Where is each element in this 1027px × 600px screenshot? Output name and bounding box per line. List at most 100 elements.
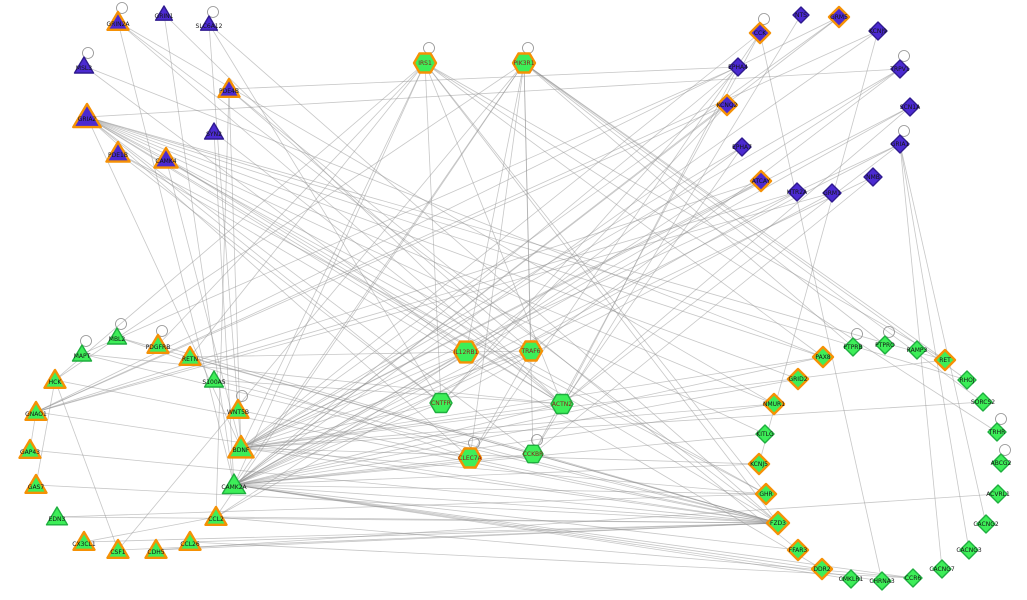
edge-CAMK2A-DDR2 — [233, 484, 823, 570]
node-SYN2[interactable] — [203, 122, 225, 140]
node-EDN3[interactable] — [45, 506, 69, 526]
node-CCK[interactable] — [748, 21, 772, 45]
edge-CAMK2A-KCNJ5 — [233, 463, 760, 486]
node-SLC6A12[interactable] — [199, 15, 219, 31]
node-CMKLR1[interactable] — [841, 569, 861, 589]
node-ATCAY[interactable] — [749, 169, 773, 193]
self-loop-TRPV1 — [898, 50, 910, 62]
node-CDH5[interactable] — [144, 538, 168, 559]
node-GAS7[interactable] — [24, 473, 48, 494]
edge-GRM1-CNTFR — [440, 192, 833, 404]
edge-IRS1-TRHR — [424, 62, 998, 433]
node-KCNJ5[interactable] — [747, 452, 771, 476]
node-BDNF[interactable] — [227, 434, 255, 459]
node-CACNG3[interactable] — [959, 540, 979, 560]
node-GRM5[interactable] — [827, 5, 851, 29]
node-PTPRB[interactable] — [843, 337, 863, 357]
node-HTR2A[interactable] — [787, 182, 807, 202]
node-NMB[interactable] — [863, 167, 883, 187]
edge-CDH5-ACVRL1 — [155, 493, 999, 551]
node-DDR2[interactable] — [810, 557, 834, 581]
node-RAMP3[interactable] — [907, 340, 927, 360]
node-CCKBR[interactable] — [522, 444, 544, 464]
node-IL12RB1[interactable] — [452, 340, 480, 364]
edge-CX3CL1-CCL2 — [83, 516, 217, 543]
node-PDGFRB[interactable] — [146, 333, 170, 354]
edge-CAMK2A-ACTN2 — [233, 403, 563, 486]
edge-MAPT-ACTN2 — [81, 353, 563, 405]
node-WNT5B[interactable] — [226, 398, 250, 419]
node-EPHA7[interactable] — [732, 137, 752, 157]
node-CNTFR[interactable] — [429, 392, 453, 414]
node-RETN[interactable] — [178, 345, 202, 366]
node-RET[interactable] — [933, 348, 957, 372]
node-CCL2[interactable] — [204, 505, 228, 526]
node-CLEC7A[interactable] — [457, 447, 483, 469]
node-PDE1B[interactable] — [105, 140, 131, 163]
edge-BDNF-ATCAY — [240, 180, 762, 449]
node-ABCG2[interactable] — [991, 453, 1011, 473]
edge-BDNF-RET — [240, 359, 946, 449]
node-NMUR1[interactable] — [762, 392, 786, 416]
node-GRIN1[interactable] — [154, 5, 174, 21]
node-CCR6[interactable] — [903, 568, 923, 588]
node-MAPT[interactable] — [71, 344, 93, 362]
node-FFAR3[interactable] — [786, 538, 810, 562]
self-loop-SLC6A12 — [207, 6, 219, 18]
node-S100A5[interactable] — [203, 370, 225, 388]
node-PIK3R1[interactable] — [511, 52, 537, 74]
node-GRIA2[interactable] — [72, 102, 102, 129]
node-HCK[interactable] — [43, 368, 67, 389]
node-EPHA4[interactable] — [728, 57, 748, 77]
node-PDE4B[interactable] — [217, 77, 241, 99]
node-CSF1[interactable] — [106, 538, 130, 559]
node-GAP43[interactable] — [18, 438, 42, 459]
edge-GRIA2-CNTFR — [86, 116, 442, 404]
node-TRAF6[interactable] — [518, 340, 544, 362]
node-ACVRL1[interactable] — [988, 484, 1008, 504]
edge-GRIA1-CACNG3 — [899, 143, 970, 551]
node-GNAO1[interactable] — [24, 400, 48, 421]
node-KITLG[interactable] — [755, 424, 775, 444]
node-GRM1[interactable] — [822, 183, 842, 203]
edge-BDNF-KCNJ5 — [240, 447, 760, 465]
node-CACNG2[interactable] — [976, 514, 996, 534]
edge-PDE4B-EPHA4 — [228, 66, 739, 90]
node-PAX8[interactable] — [811, 345, 835, 369]
node-RHOJ[interactable] — [957, 370, 977, 390]
edge-BDNF-CNTFR — [240, 402, 442, 449]
node-MBL2[interactable] — [106, 327, 128, 345]
node-SCN1A[interactable] — [900, 97, 920, 117]
node-GRID2[interactable] — [786, 367, 810, 391]
node-GRIA1[interactable] — [890, 134, 910, 154]
edge-HTR2A-CCL2 — [215, 191, 798, 518]
node-IRS1[interactable] — [412, 52, 438, 74]
node-ACTN2[interactable] — [550, 393, 574, 415]
node-CX3CL1[interactable] — [72, 530, 96, 551]
node-CAMK4[interactable] — [153, 146, 179, 169]
node-CAMK2A[interactable] — [221, 473, 247, 495]
node-KCNQ2[interactable] — [715, 93, 739, 117]
node-PTPRO[interactable] — [875, 335, 895, 355]
node-TRPV1[interactable] — [890, 59, 910, 79]
edge-CAMK2A-GRIN1 — [163, 13, 235, 486]
node-TRHR[interactable] — [987, 422, 1007, 442]
node-KCNJ9[interactable] — [868, 21, 888, 41]
node-CHRNA3[interactable] — [872, 571, 892, 591]
edge-CAMK2A-EPHA4 — [233, 66, 739, 486]
node-FZD3[interactable] — [765, 510, 791, 536]
node-GHR[interactable] — [754, 482, 778, 506]
edge-GRIA2-CCKBR — [86, 116, 534, 455]
node-CCL26[interactable] — [178, 530, 202, 551]
edge-BDNF-FZD3 — [240, 447, 779, 524]
nodes-layer — [18, 5, 1011, 591]
edge-EPHA4-ACTN2 — [561, 66, 739, 405]
node-GRIN2A[interactable] — [106, 10, 130, 31]
edge-CAMK2A-GRID2 — [233, 378, 799, 486]
edge-ATCAY-GNAO1 — [35, 180, 762, 413]
node-MSL3[interactable] — [73, 56, 95, 74]
node-SORCS2[interactable] — [973, 392, 993, 412]
node-CACNG7[interactable] — [932, 559, 952, 579]
node-NTS[interactable] — [792, 6, 810, 24]
